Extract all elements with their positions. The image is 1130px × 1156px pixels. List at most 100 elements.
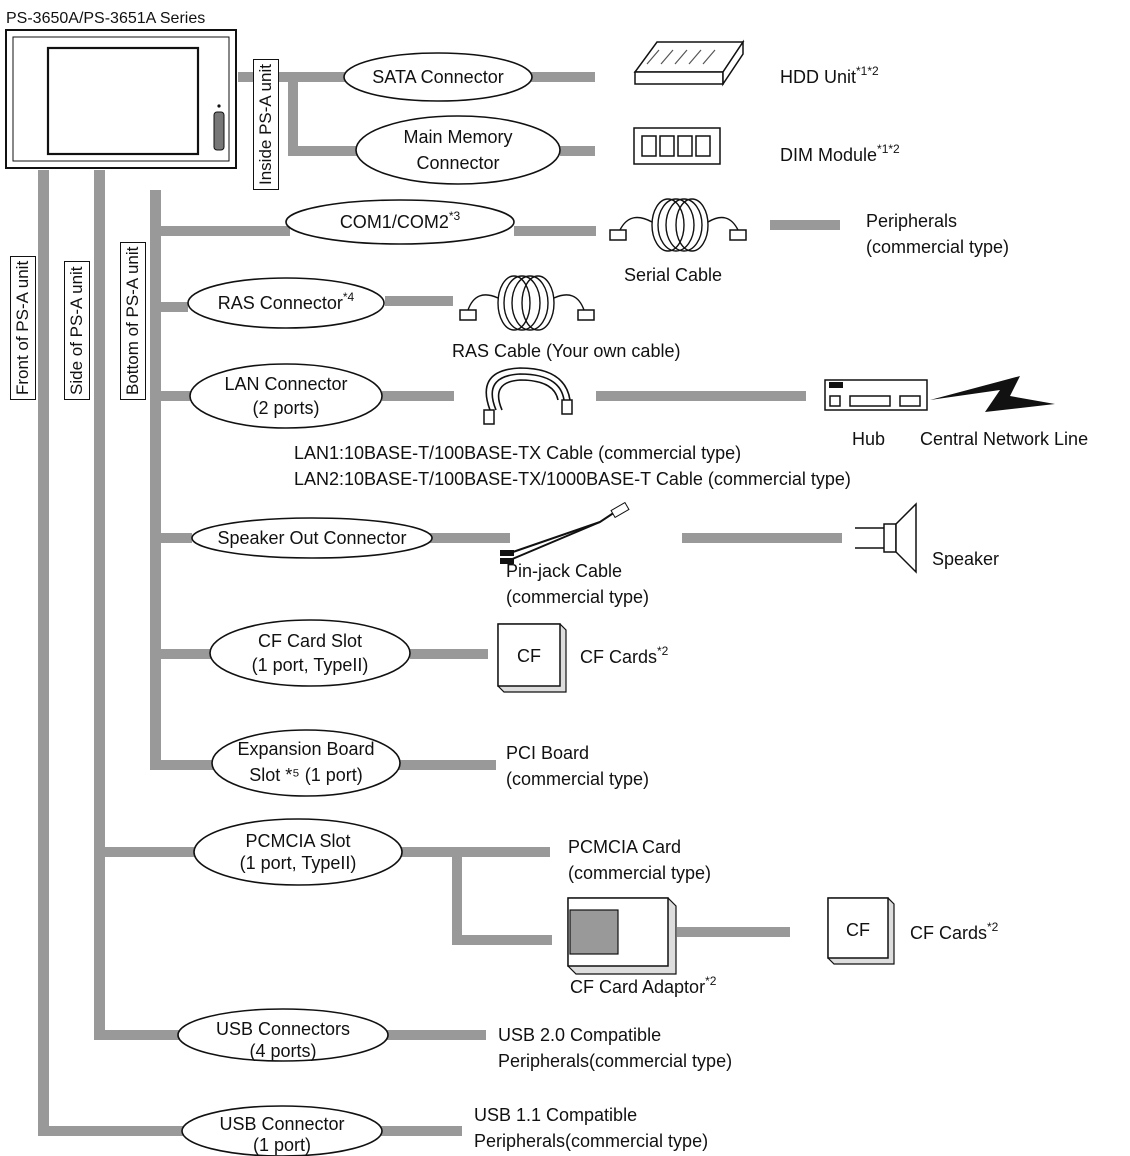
speaker-link (150, 533, 192, 543)
speaker-cable-link (430, 533, 510, 543)
speaker-label: Speaker (932, 549, 1000, 569)
pcmcia-slot (193, 818, 403, 886)
bottom-trunk (150, 190, 161, 770)
inside-trunk (288, 80, 298, 156)
memory-link (288, 146, 358, 156)
expansion-board-slot (211, 729, 401, 797)
pcmcia-card-link (400, 847, 550, 857)
ras-cable-icon (459, 275, 595, 331)
side-unit-label: Side of PS-A unit (64, 261, 90, 400)
expansion-pci-link (398, 760, 496, 770)
peripherals-link (770, 220, 840, 230)
serial-cable-icon (609, 198, 747, 252)
central-network-label: Central Network Line (920, 429, 1089, 449)
usb11-label-2: Peripherals(commercial type) (474, 1131, 709, 1151)
peripherals-label-2: (commercial type) (866, 237, 1010, 257)
ras-connector (187, 277, 385, 329)
usb4-label-2: (4 ports) (249, 1041, 317, 1061)
usb1-label-1: USB Connector (219, 1114, 345, 1134)
usb4-peripheral-link (386, 1030, 486, 1040)
com-label: COM1/COM2*3 (339, 209, 461, 232)
usb-connectors-4 (177, 1008, 389, 1062)
network-lightning-icon (930, 376, 1055, 412)
expansion-label-2: Slot *⁵ (1 port) (249, 765, 363, 785)
memory-label-1: Main Memory (403, 127, 513, 147)
adaptor-link (452, 935, 552, 945)
pcmcia-card-label-2: (commercial type) (568, 863, 712, 883)
pcmcia-label-2: (1 port, TypeII) (239, 853, 357, 873)
sata-hdd-link (530, 72, 595, 82)
front-trunk (38, 170, 49, 1136)
pcmcia-card-label-1: PCMCIA Card (568, 837, 682, 857)
main-memory-connector (355, 115, 561, 185)
cf-cards-label: CF Cards*2 (580, 644, 669, 667)
expansion-link (150, 760, 215, 770)
ras-cable-link (385, 296, 453, 306)
inside-unit-label: Inside PS-A unit (253, 59, 279, 190)
pcmcia-drop (452, 847, 462, 945)
pinjack-cable-icon (500, 501, 630, 564)
series-title: PS-3650A/PS-3651A Series (6, 10, 206, 27)
lan-cable-icon (483, 367, 573, 425)
peripherals-label-1: Peripherals (866, 211, 958, 231)
lan1-cable-label: LAN1:10BASE-T/100BASE-TX Cable (commerci… (294, 443, 742, 463)
cf-slot-label-2: (1 port, TypeII) (251, 655, 369, 675)
lan-label-1: LAN Connector (224, 374, 348, 394)
speaker-device-link (682, 533, 842, 543)
dim-label: DIM Module*1*2 (780, 142, 900, 165)
bottom-unit-label: Bottom of PS-A unit (120, 241, 146, 400)
cf-card-icon (497, 623, 567, 693)
pinjack-label-1: Pin-jack Cable (506, 561, 623, 581)
speaker-out-label: Speaker Out Connector (217, 528, 407, 548)
ras-link (150, 302, 188, 312)
front-unit-label: Front of PS-A unit (10, 255, 36, 400)
lan-label-2: (2 ports) (252, 398, 320, 418)
hdd-label: HDD Unit*1*2 (780, 64, 879, 87)
usb1-label-2: (1 port) (252, 1135, 312, 1155)
com-connector (285, 199, 515, 245)
serial-cable-label: Serial Cable (624, 265, 723, 285)
cf-adaptor-icon (567, 897, 677, 975)
sata-link (238, 72, 350, 82)
usb-connector-1 (181, 1105, 383, 1156)
cf-box2-label: CF (846, 920, 870, 940)
hub-label: Hub (852, 429, 886, 449)
com-link (150, 226, 290, 236)
pcmcia-label-1: PCMCIA Slot (245, 831, 351, 851)
cf-link (150, 649, 212, 659)
cf-slot-label-1: CF Card Slot (257, 631, 363, 651)
hub-icon (824, 379, 928, 411)
hdd-unit-icon (633, 39, 745, 87)
cf-card-link (410, 649, 488, 659)
pci-label-2: (commercial type) (506, 769, 650, 789)
lan-connector (189, 363, 383, 429)
memory-label-2: Connector (416, 153, 500, 173)
lan-cable-link (382, 391, 454, 401)
display-unit-icon (5, 29, 237, 169)
speaker-out-connector (191, 517, 433, 559)
lan-link (150, 391, 192, 401)
usb20-label-1: USB 2.0 Compatible (498, 1025, 662, 1045)
sata-label: SATA Connector (372, 67, 504, 87)
lan2-cable-label: LAN2:10BASE-T/100BASE-TX/1000BASE-T Cabl… (294, 469, 851, 489)
cf-card-slot (209, 619, 411, 687)
ras-cable-label: RAS Cable (Your own cable) (452, 341, 681, 361)
usb1-peripheral-link (380, 1126, 462, 1136)
lan-hub-link (596, 391, 806, 401)
usb11-label-1: USB 1.1 Compatible (474, 1105, 638, 1125)
usb1-link (38, 1126, 184, 1136)
side-trunk (94, 170, 105, 1040)
cf-card-icon-2 (827, 897, 895, 965)
adaptor-cf-link (677, 927, 790, 937)
usb4-link (94, 1030, 180, 1040)
ras-label: RAS Connector*4 (217, 290, 355, 313)
speaker-icon (855, 502, 917, 574)
cf-box-label: CF (517, 646, 541, 666)
pci-label-1: PCI Board (506, 743, 590, 763)
cf-cards2-label: CF Cards*2 (910, 920, 999, 943)
dim-module-icon (633, 127, 721, 165)
com-cable-link (514, 226, 596, 236)
memory-dim-link (560, 146, 595, 156)
